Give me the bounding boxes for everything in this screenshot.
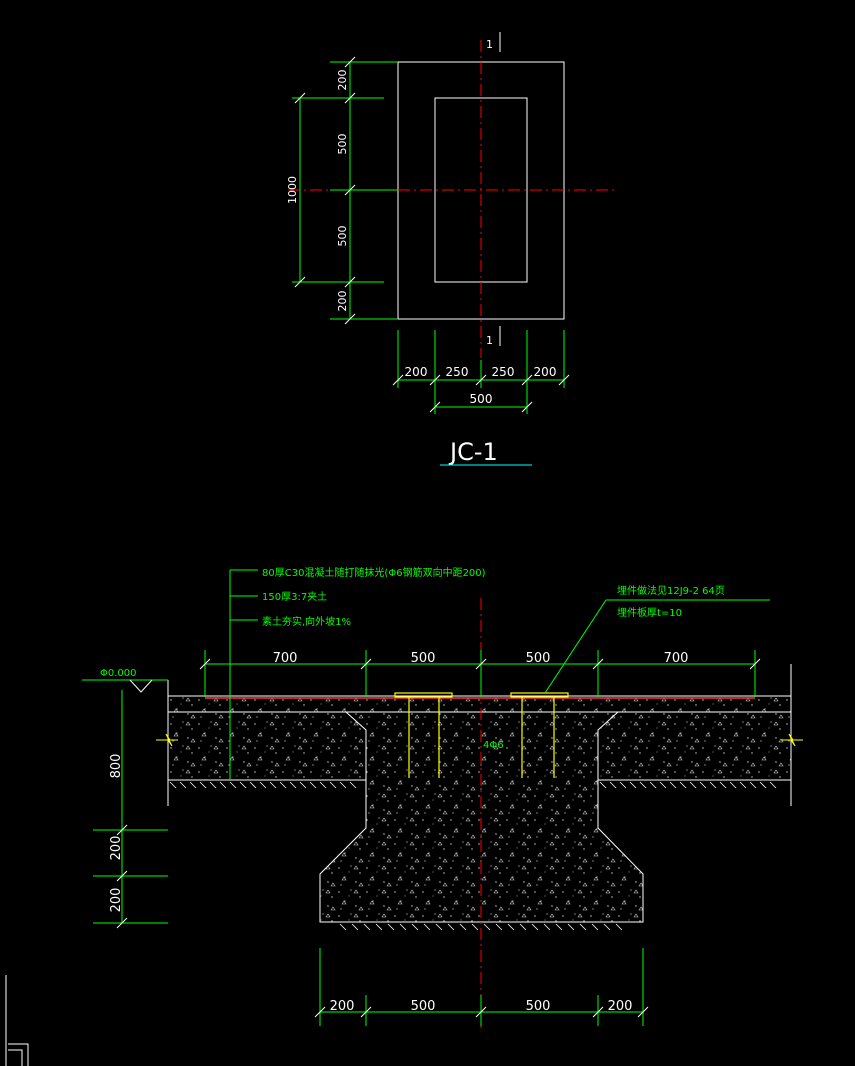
- section-bottom-dim-0: 200: [330, 999, 355, 1014]
- ground-hatch: [169, 781, 777, 931]
- section-mark-bottom: 1: [486, 334, 493, 347]
- notes-leader: [229, 569, 258, 780]
- embed-note-1: 埋件板厚t=10: [617, 606, 682, 619]
- section-top-dim-3: 700: [664, 651, 689, 666]
- plan-dim-inner-width: 500: [470, 392, 493, 406]
- section-left-dim-2: 200: [109, 888, 124, 913]
- section-left-dimensions: [93, 690, 168, 929]
- plan-dim-v-2: 500: [336, 226, 349, 247]
- plan-dim-v-3: 200: [336, 291, 349, 312]
- plan-dim-v-1: 500: [336, 134, 349, 155]
- embed-plate-left: [394, 692, 453, 778]
- note-2: 素土夯实,向外坡1%: [262, 615, 351, 628]
- section-bottom-dim-3: 200: [608, 999, 633, 1014]
- plan-dim-h-2: 250: [492, 365, 515, 379]
- break-mark-right: [781, 733, 803, 747]
- plan-dim-h-3: 200: [534, 365, 557, 379]
- section-bottom-dim-1: 500: [411, 999, 436, 1014]
- plan-vertical-dimensions: [292, 56, 398, 325]
- section-left-dim-1: 200: [109, 836, 124, 861]
- plan-dim-h-1: 250: [446, 365, 469, 379]
- fill-layer-left: [168, 712, 368, 780]
- section-top-dim-2: 500: [526, 651, 551, 666]
- embed-note-0: 埋件做法见12J9-2 64页: [617, 584, 725, 597]
- note-0: 80厚C30混凝土随打随抹光(Φ6钢筋双向中距200): [262, 566, 486, 579]
- plan-title: JC-1: [448, 438, 498, 466]
- plan-dim-overall: 1000: [286, 176, 299, 204]
- slab-layer: [168, 696, 791, 712]
- section-bottom-dim-2: 500: [526, 999, 551, 1014]
- plan-view: 1 1 200 500 500 200 1000: [286, 32, 618, 466]
- rebar-label: 4Φ6: [483, 740, 504, 751]
- embed-leader: [544, 599, 770, 694]
- level-marker: [82, 679, 168, 693]
- section-view: 4Φ6 80厚C30混凝土随打随抹光(Φ6钢筋双向中距200) 150厚3:7夹…: [82, 566, 803, 1030]
- section-lines: [167, 664, 792, 806]
- section-left-dim-0: 800: [109, 754, 124, 779]
- footing-body: [319, 711, 644, 923]
- ucs-icon: [5, 975, 29, 1066]
- section-top-dim-0: 700: [273, 651, 298, 666]
- plan-horizontal-dimensions: [392, 330, 570, 414]
- section-top-dim-1: 500: [411, 651, 436, 666]
- section-bottom-dimensions: [314, 948, 649, 1026]
- plan-dim-h-0: 200: [405, 365, 428, 379]
- break-mark-left: [156, 733, 178, 747]
- section-top-dimensions: [199, 650, 761, 697]
- plan-dim-v-0: 200: [336, 70, 349, 91]
- section-mark-top: 1: [486, 38, 493, 51]
- note-1: 150厚3:7夹土: [262, 590, 327, 603]
- fill-layer-right: [598, 712, 791, 780]
- level-label: Φ0.000: [100, 668, 137, 679]
- embed-plate-right: [510, 692, 569, 778]
